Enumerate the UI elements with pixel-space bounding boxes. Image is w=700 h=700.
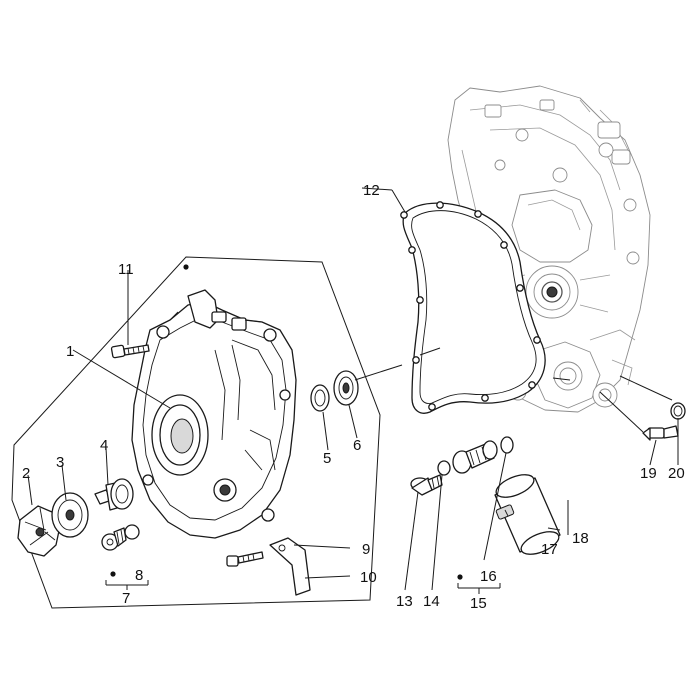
marker-dot: [457, 574, 463, 580]
cover-housing: [131, 289, 297, 539]
callout-17: 17: [541, 541, 558, 558]
bracket-part-9: [269, 537, 311, 596]
filter-screen-part-16: [452, 440, 498, 474]
callout-9: 9: [362, 541, 370, 558]
callout-13: 13: [396, 593, 413, 610]
callout-20: 20: [668, 465, 685, 482]
oil-filter-part-17: [494, 474, 561, 555]
bearing-part-6: [333, 370, 359, 406]
shaft-part-4: [94, 478, 134, 511]
callout-16: 16: [480, 568, 497, 585]
marker-dot: [110, 571, 116, 577]
o-ring-upper: [500, 436, 514, 454]
callout-7: 7: [122, 590, 130, 607]
leader-lines: [27, 187, 679, 594]
callout-1: 1: [66, 343, 74, 360]
pulley-part-3: [51, 492, 89, 538]
impeller-part-2: [17, 505, 61, 557]
callout-labels: 1 2 3 4 5 6 7 8 9 10 11 12 13 14 15 16 1…: [22, 182, 685, 612]
bolt-part-11: [110, 344, 150, 359]
marker-dot: [183, 264, 189, 270]
ring-part-20: [670, 402, 686, 420]
fitting-part-19: [642, 425, 679, 441]
callout-19: 19: [640, 465, 657, 482]
callout-3: 3: [56, 454, 64, 471]
seal-part-5: [310, 384, 330, 412]
callout-15: 15: [470, 595, 487, 612]
callout-5: 5: [323, 450, 331, 467]
drain-plug-part-13: [410, 474, 443, 496]
callout-4: 4: [100, 437, 108, 454]
callout-12: 12: [363, 182, 380, 199]
callout-11: 11: [118, 261, 134, 278]
plug-part-8: [101, 524, 140, 551]
bolt-part-10: [226, 551, 264, 567]
o-ring-part-14: [437, 460, 451, 476]
callout-6: 6: [353, 437, 361, 454]
callout-2: 2: [22, 465, 30, 482]
callout-8: 8: [135, 567, 143, 584]
callout-18: 18: [572, 530, 589, 547]
callout-10: 10: [360, 569, 377, 586]
callout-14: 14: [423, 593, 440, 610]
gasket-part-12: [400, 201, 546, 414]
cover-group-outline: [11, 256, 381, 609]
